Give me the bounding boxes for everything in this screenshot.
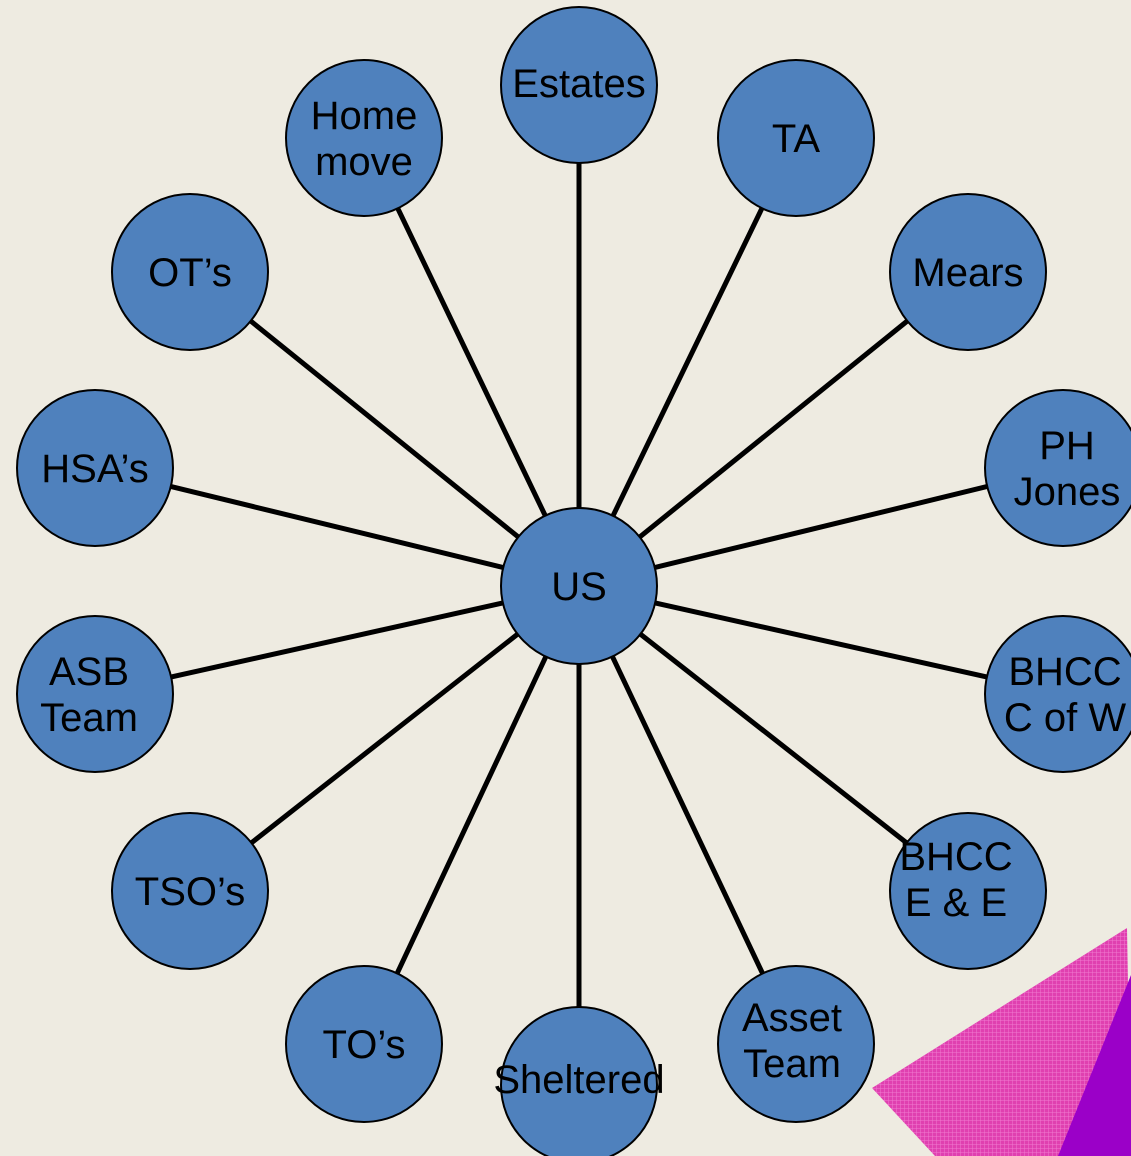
node-circle (984, 615, 1131, 773)
node-ta: TA (717, 59, 875, 217)
node-label: move (315, 140, 413, 184)
node-circle (16, 389, 174, 547)
node-label: BHCC (899, 835, 1012, 879)
node-circle (285, 59, 443, 217)
node-label: Estates (512, 62, 645, 106)
node-circle (16, 615, 174, 773)
node-label: HSA’s (41, 447, 148, 491)
node-label: ASB (49, 650, 129, 694)
node-estates: Estates (500, 6, 658, 164)
node-circle (717, 59, 875, 217)
node-label: PH (1039, 424, 1095, 468)
node-circle (889, 812, 1047, 970)
node-label: Mears (912, 251, 1023, 295)
connector-asset-team (576, 584, 799, 1046)
node-circle (889, 193, 1047, 351)
connector-ta (576, 136, 799, 588)
hub-circle (500, 507, 658, 665)
connector-tos (361, 584, 582, 1046)
node-label: TSO’s (135, 870, 245, 914)
node-label: E & E (905, 881, 1007, 925)
hub-label: US (551, 565, 607, 609)
node-ots: OT’s (111, 193, 269, 351)
connector-hsas (94, 465, 580, 589)
corner-decoration (872, 928, 1131, 1156)
node-label: Team (40, 696, 138, 740)
connector-bhcc-c-of-w (578, 583, 1064, 697)
node-circle (717, 965, 875, 1123)
node-label: OT’s (148, 251, 232, 295)
node-circle (285, 965, 443, 1123)
node-hsas: HSA’s (16, 389, 174, 547)
connector-bhcc-e-and-e (577, 584, 970, 893)
node-label: Home (311, 94, 418, 138)
purple-triangle-shape (1058, 975, 1131, 1156)
connector-ph-jones (578, 465, 1064, 589)
connector-home-move (361, 136, 582, 588)
connector-mears (577, 270, 970, 588)
node-label: TA (772, 117, 820, 161)
node-circle (111, 812, 269, 970)
node-circle (111, 193, 269, 351)
node-label: C of W (1004, 696, 1126, 740)
node-label: Sheltered (493, 1058, 664, 1102)
connector-asb-team (94, 583, 580, 697)
node-hub-us: US (500, 507, 658, 665)
node-label: Team (743, 1042, 841, 1086)
node-label: Asset (742, 996, 842, 1040)
node-mears: Mears (889, 193, 1047, 351)
node-circle (500, 6, 658, 164)
node-circle (500, 1006, 658, 1156)
connector-lines (94, 85, 1064, 1085)
node-tsos: TSO’s (111, 812, 269, 970)
node-circle (984, 389, 1131, 547)
node-label: Jones (1014, 470, 1121, 514)
node-sheltered: Sheltered (493, 1006, 665, 1156)
connector-ots (188, 270, 581, 588)
node-label: TO’s (323, 1023, 406, 1067)
connector-tsos (188, 584, 581, 893)
node-tos: TO’s (285, 965, 443, 1123)
pink-triangle-shape (872, 928, 1131, 1156)
node-label: BHCC (1008, 650, 1121, 694)
